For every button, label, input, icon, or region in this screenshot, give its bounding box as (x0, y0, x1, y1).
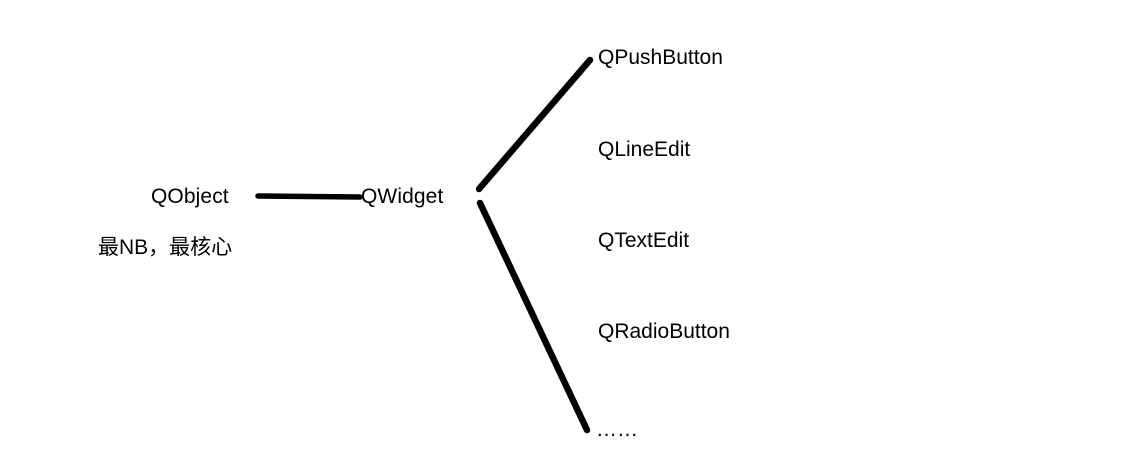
edge-qwidget-to-qpushbutton (475, 56, 594, 193)
node-label-qtextedit: QTextEdit (598, 229, 690, 252)
node-label-qwidget: QWidget (361, 185, 444, 208)
node-label-qlineedit: QLineEdit (598, 138, 691, 161)
node-label-ellipsis: …… (596, 418, 638, 441)
edge-qwidget-to-ellipsis (476, 199, 591, 434)
annotation-qobject: 最NB，最核心 (98, 236, 233, 259)
node-label-qpushbutton: QPushButton (598, 46, 723, 69)
node-label-qobject: QObject (151, 185, 229, 208)
node-label-qradiobutton: QRadioButton (598, 320, 730, 343)
edge-qobject-to-qwidget (255, 193, 363, 200)
